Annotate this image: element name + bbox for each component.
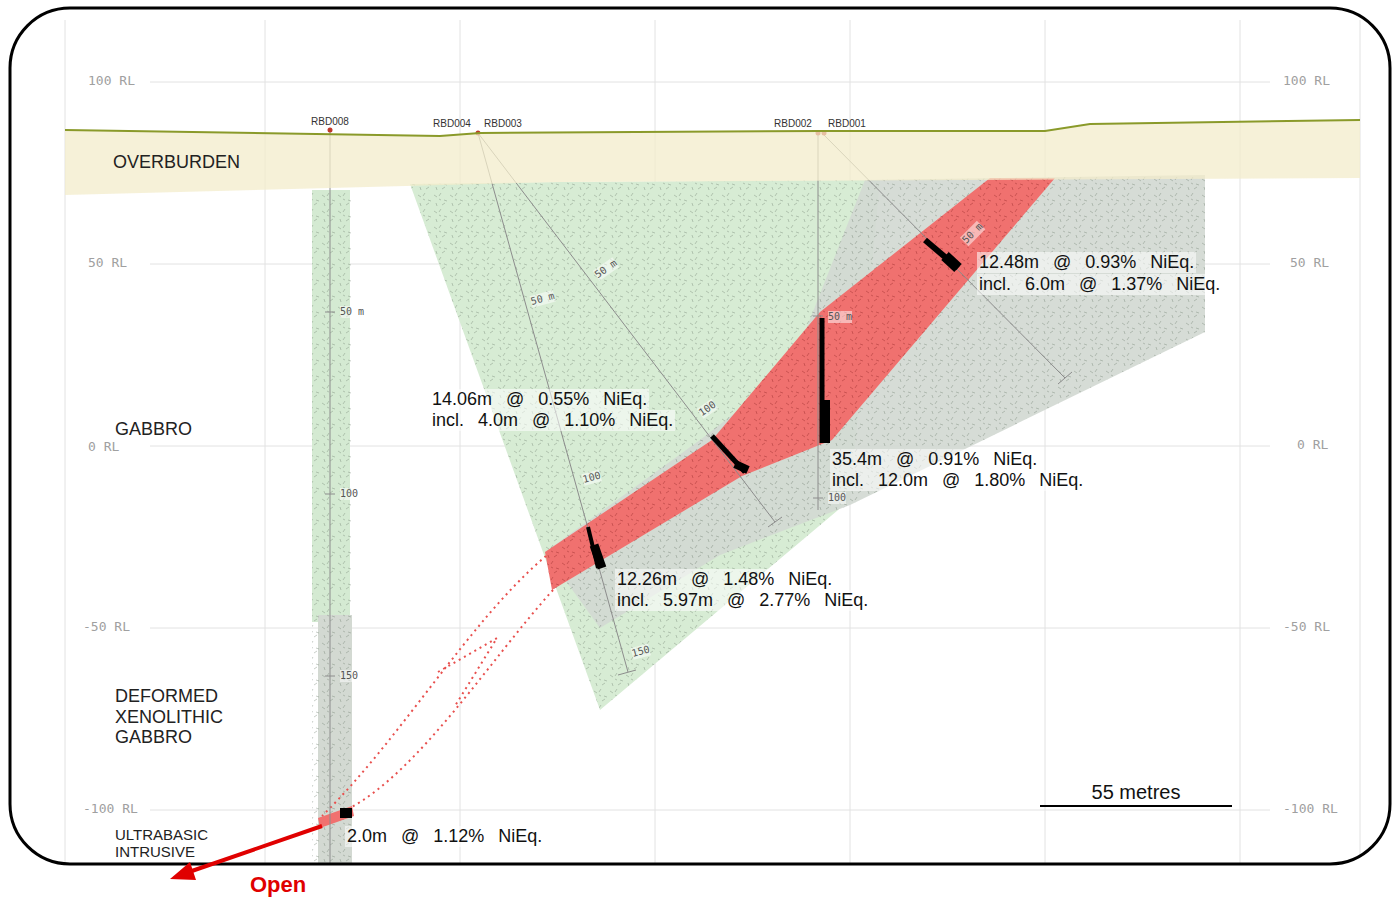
section-body: [65, 20, 1360, 864]
intercepts: [340, 240, 958, 818]
intercept-bar: [820, 318, 825, 443]
drillhole-name: RBD008: [311, 116, 349, 128]
drill-trace: [818, 133, 819, 510]
intercept-label: incl. 12.0m @ 1.80% NiEq.: [830, 470, 1085, 491]
depth-label: 50 m: [340, 306, 364, 318]
grid-line: [150, 82, 1270, 83]
dotted-contact: [438, 638, 497, 706]
overburden-band: OVERBURDEN: [65, 116, 1360, 196]
band-fill: [65, 120, 1360, 195]
elevation-label: 100 RL: [1283, 74, 1330, 89]
depth-tick: [325, 676, 335, 677]
lithology-label: GABBRO: [115, 419, 192, 440]
drillhole-name: RBD003: [484, 118, 522, 130]
halo-texture: [312, 190, 352, 864]
lithology-label: DEFORMED XENOLITHIC GABBRO: [115, 686, 245, 748]
band-shape: [65, 116, 1360, 196]
elevation-label: -100 RL: [83, 802, 138, 817]
scale-label: 55 metres: [1092, 781, 1181, 804]
interpreted-extension: [322, 556, 553, 816]
elevation-label: -100 RL: [1283, 802, 1338, 817]
elevation-label: -50 RL: [83, 620, 130, 635]
depth-label: 50 m: [828, 311, 852, 323]
intercept-bar: [820, 400, 830, 443]
intercept-bar: [735, 464, 748, 470]
frame: [10, 8, 1390, 864]
intercept-label: incl. 4.0m @ 1.10% NiEq.: [430, 410, 675, 431]
intercept-bar: [945, 256, 958, 268]
intercept-label: 14.06m @ 0.55% NiEq.: [430, 389, 649, 410]
elevation-label: -50 RL: [1283, 620, 1330, 635]
drillhole-name: RBD002: [774, 118, 812, 130]
scale-bar: [1040, 805, 1232, 807]
intercept-bar: [925, 240, 958, 268]
depth-tick: [1058, 372, 1072, 384]
elevation-label: 0 RL: [88, 440, 119, 455]
depth-tick: [813, 498, 823, 499]
elevation-label: 50 RL: [88, 256, 127, 271]
intercept-label: 12.48m @ 0.93% NiEq.: [977, 252, 1196, 273]
drillhole-name: RBD001: [828, 118, 866, 130]
lithology-label: ULTRABASIC INTRUSIVE: [115, 826, 225, 861]
depth-tick: [813, 316, 823, 317]
intercept-label: incl. 6.0m @ 1.37% NiEq.: [977, 274, 1222, 295]
drillhole-name: RBD004: [433, 118, 471, 130]
zone-texture: [545, 178, 1055, 590]
elevation-label: 100 RL: [88, 74, 135, 89]
sulphide-zone: [318, 806, 354, 828]
dotted-contact: [350, 590, 553, 808]
intercept-label: 35.4m @ 0.91% NiEq.: [830, 449, 1039, 470]
depth-label: 100: [340, 488, 358, 500]
depth-tick: [618, 670, 636, 675]
intercept-label: 12.26m @ 1.48% NiEq.: [615, 569, 834, 590]
depth-label: 150: [340, 670, 358, 682]
depth-tick: [325, 494, 335, 495]
drill-trace: [330, 130, 331, 864]
drill-trace: [478, 133, 775, 522]
arrow-head: [170, 862, 196, 880]
ground-surface: [65, 120, 1360, 136]
intercept-label: incl. 5.97m @ 2.77% NiEq.: [615, 590, 870, 611]
depth-tick: [325, 312, 335, 313]
intercept-label: 2.0m @ 1.12% NiEq.: [345, 826, 544, 847]
intercept-bar: [594, 545, 602, 568]
grid: [65, 20, 1360, 864]
lithology-label: OVERBURDEN: [113, 152, 240, 173]
elevation-label: 0 RL: [1297, 438, 1328, 453]
drill-traces: [325, 130, 1072, 864]
depth-tick: [768, 517, 782, 527]
depth-label: 100: [828, 492, 846, 504]
dotted-contact: [322, 556, 546, 816]
collar-dot: [328, 128, 333, 133]
elevation-label: 50 RL: [1290, 256, 1329, 271]
open-note: Open: [250, 872, 306, 897]
intercept-bar: [340, 808, 352, 818]
sulphide-zone: [545, 178, 1055, 590]
